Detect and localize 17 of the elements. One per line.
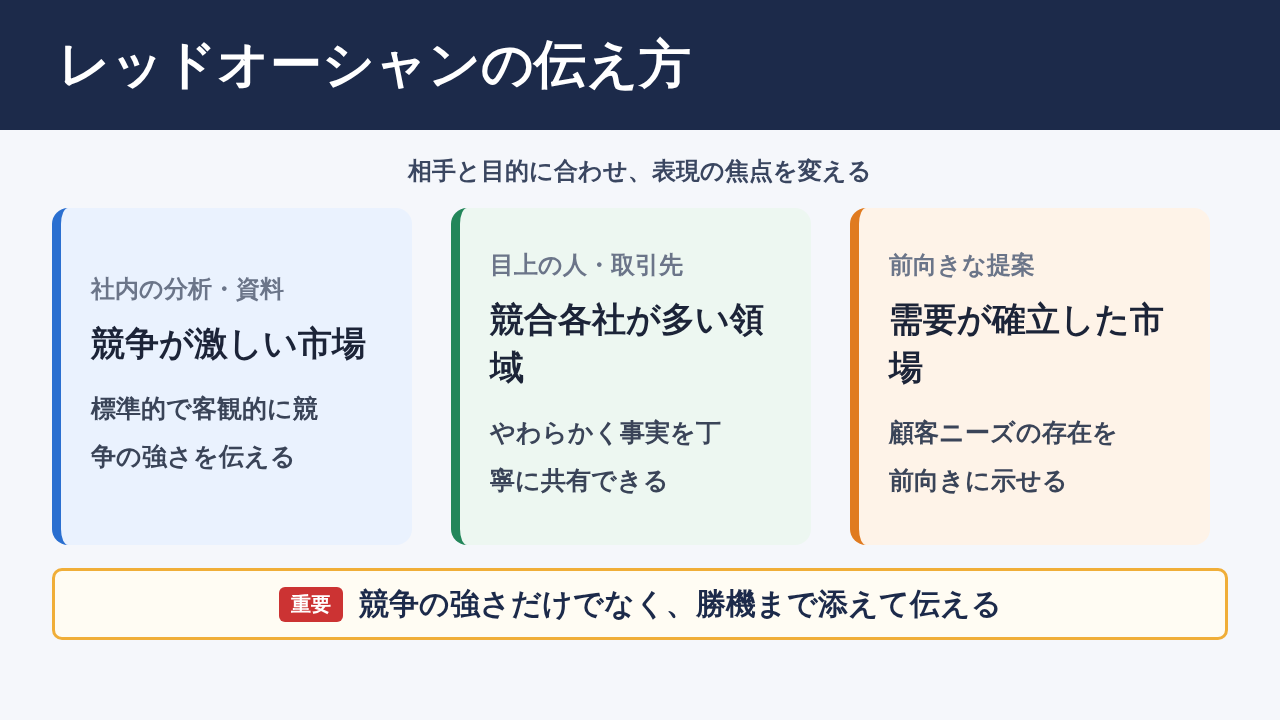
subtitle: 相手と目的に合わせ、表現の焦点を変える: [406, 156, 873, 187]
callout-box: [52, 568, 1228, 640]
card: [52, 208, 412, 545]
card-label: 目上の人・取引先: [490, 249, 684, 281]
card-heading: 競合各社が多い領域: [490, 297, 765, 389]
callout-text: 競争の強さだけでなく、勝機まで添えて伝える: [358, 584, 1002, 623]
card-text: 顧客ニーズの存在を前向きに示せる: [889, 416, 1119, 497]
card-label: 社内の分析・資料: [91, 273, 285, 305]
card-text: 標準的で客観的に競争の強さを伝える: [91, 392, 319, 473]
card-label: 前向きな提案: [889, 249, 1036, 281]
page-title: レッドオーシャンの伝え方: [58, 33, 691, 96]
badge: 重要: [278, 586, 343, 622]
card-heading: 需要が確立した市場: [889, 297, 1165, 389]
card: [451, 208, 811, 545]
card-heading: 競争が激しい市場: [91, 321, 367, 365]
card-text: やわらかく事実を丁寧に共有できる: [490, 416, 722, 497]
card: [850, 208, 1210, 545]
